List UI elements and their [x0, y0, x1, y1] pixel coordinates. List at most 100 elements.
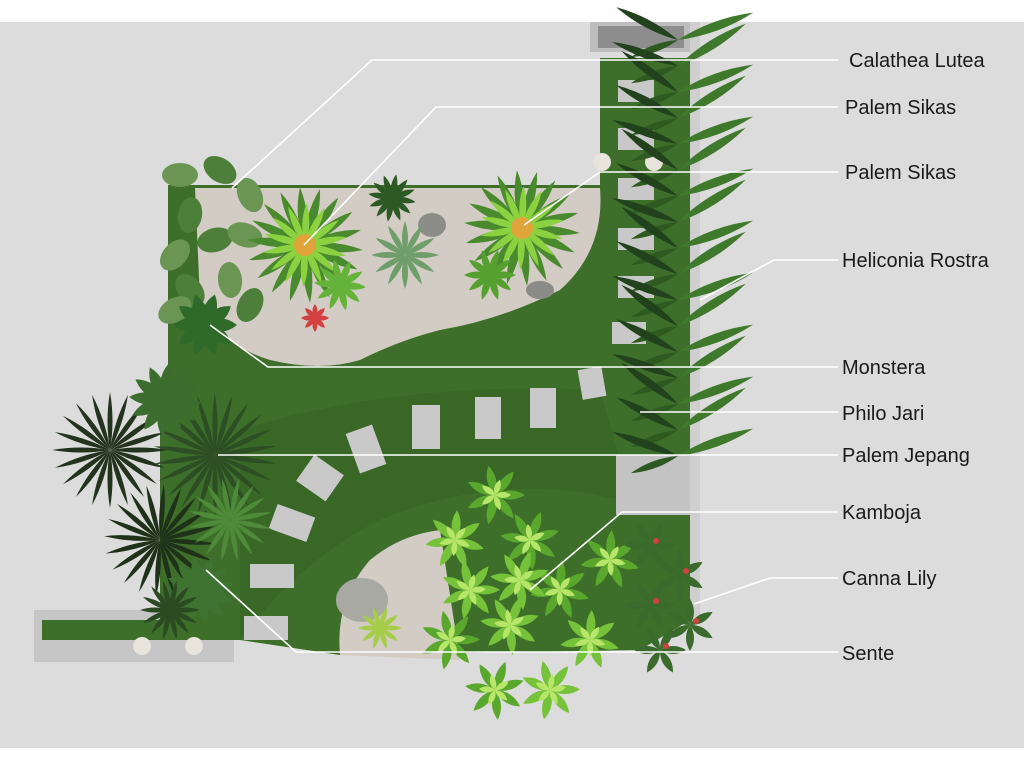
cycad-frond	[521, 171, 538, 228]
canna-leaf	[636, 545, 651, 568]
monstera-leaf	[179, 306, 205, 326]
palm-frond	[110, 450, 128, 506]
fern-frond	[195, 496, 230, 520]
frangipani-leaf	[468, 574, 476, 590]
cycad-frond	[289, 245, 306, 302]
canna-leaf	[659, 650, 674, 673]
canna-leaf	[680, 574, 703, 589]
sente-leaf	[200, 581, 234, 593]
palm-frond	[54, 450, 110, 468]
canna-leaf	[636, 605, 651, 628]
frangipani-leaf	[575, 640, 591, 667]
frangipani-leaf	[520, 570, 534, 581]
palm-frond	[107, 392, 113, 450]
agave-leaf	[405, 255, 435, 272]
fern-frond	[188, 519, 230, 528]
fern-frond	[170, 610, 189, 634]
palm-frond	[153, 446, 215, 456]
palm-frond	[160, 497, 196, 540]
frangipani-leaf	[498, 580, 520, 602]
canna-leaf	[676, 549, 684, 575]
heliconia-leaf	[678, 324, 754, 352]
palm-frond	[112, 540, 160, 570]
shrub-leaf	[373, 607, 381, 628]
fern-frond	[230, 519, 272, 529]
calathea-leaf	[160, 239, 190, 271]
rocks	[336, 213, 554, 622]
frangipani-leaf	[495, 492, 511, 498]
shrub-leaf	[380, 628, 398, 641]
shrub-leaf	[392, 196, 416, 204]
fern-frond	[230, 520, 253, 556]
canna-leaf	[649, 605, 664, 628]
agave-leaf	[388, 225, 405, 255]
agave-leaf	[375, 255, 405, 272]
frangipani-leaf	[510, 617, 524, 626]
sente-leaf	[165, 400, 195, 421]
agave-leaf	[405, 252, 439, 258]
fern-frond	[222, 478, 231, 520]
canna-leaf	[649, 582, 664, 605]
canna-leaf	[636, 522, 651, 545]
fern-frond	[229, 520, 238, 562]
frangipani-leaf	[436, 631, 450, 641]
fern-frond	[151, 610, 170, 634]
cycad-frond	[506, 228, 523, 285]
leader-kamboja	[529, 511, 838, 591]
heliconia-leaf	[678, 283, 746, 326]
fern-frond	[230, 520, 265, 544]
agave-leaf	[405, 238, 435, 255]
palm-frond	[159, 484, 165, 540]
palm-frond	[215, 455, 249, 508]
monstera-leaf	[179, 324, 205, 344]
frangipani-leaf	[457, 590, 470, 601]
shrub-leaf	[338, 285, 347, 311]
canna-leaf	[649, 545, 664, 568]
frangipani-leaf	[595, 559, 610, 567]
heliconia-leaf	[621, 206, 678, 248]
palm-frond	[63, 450, 110, 485]
canna-leaf	[646, 627, 661, 650]
heliconia-leaf	[678, 231, 746, 274]
fern-frond	[229, 478, 239, 520]
heliconia-leaf	[621, 284, 678, 326]
frangipani-leaf	[495, 690, 508, 701]
frangipani-leaf	[556, 590, 563, 606]
palm-frond	[117, 504, 160, 540]
agave-leaf	[375, 238, 405, 255]
sente-leaf	[132, 399, 165, 416]
heliconia-leaf	[631, 170, 678, 188]
frangipani-leaf	[494, 620, 510, 628]
fern-frond	[170, 586, 189, 610]
fern-frond	[230, 485, 254, 520]
shrub-leaf	[380, 615, 398, 628]
label-palem-jepang: Palem Jepang	[842, 445, 970, 467]
frangipani-leaf	[525, 524, 532, 540]
frangipani-leaf	[494, 661, 507, 690]
palm-frond	[212, 393, 218, 455]
shrub-leaf	[320, 267, 340, 285]
shrub-leaf	[373, 182, 392, 198]
palm-frond	[158, 429, 215, 455]
fern-frond	[169, 610, 177, 640]
shrub-leaf	[373, 628, 381, 649]
shrub-leaf	[358, 625, 380, 631]
frangipani-leaf	[590, 638, 606, 646]
frangipani-leaf	[574, 639, 590, 647]
label-canna-lily: Canna Lily	[842, 568, 937, 590]
heliconia-leaf	[631, 326, 678, 344]
shrub-leaf	[489, 250, 499, 275]
frangipani-leaf	[439, 538, 455, 545]
heliconia-leaf	[612, 276, 678, 300]
shrub-leaf	[481, 250, 491, 275]
frangipani-leaf	[455, 527, 466, 540]
fern-frond	[170, 596, 198, 610]
canna-leaf	[667, 624, 690, 639]
palm-frond	[54, 432, 110, 450]
palm-frond	[108, 519, 160, 540]
leader-heliconia-rostra	[699, 259, 838, 301]
frangipani-leaf	[479, 686, 495, 693]
shrub-leaf	[369, 197, 392, 207]
heliconia-leaf	[678, 179, 746, 222]
leader-canna-lily	[693, 577, 838, 605]
